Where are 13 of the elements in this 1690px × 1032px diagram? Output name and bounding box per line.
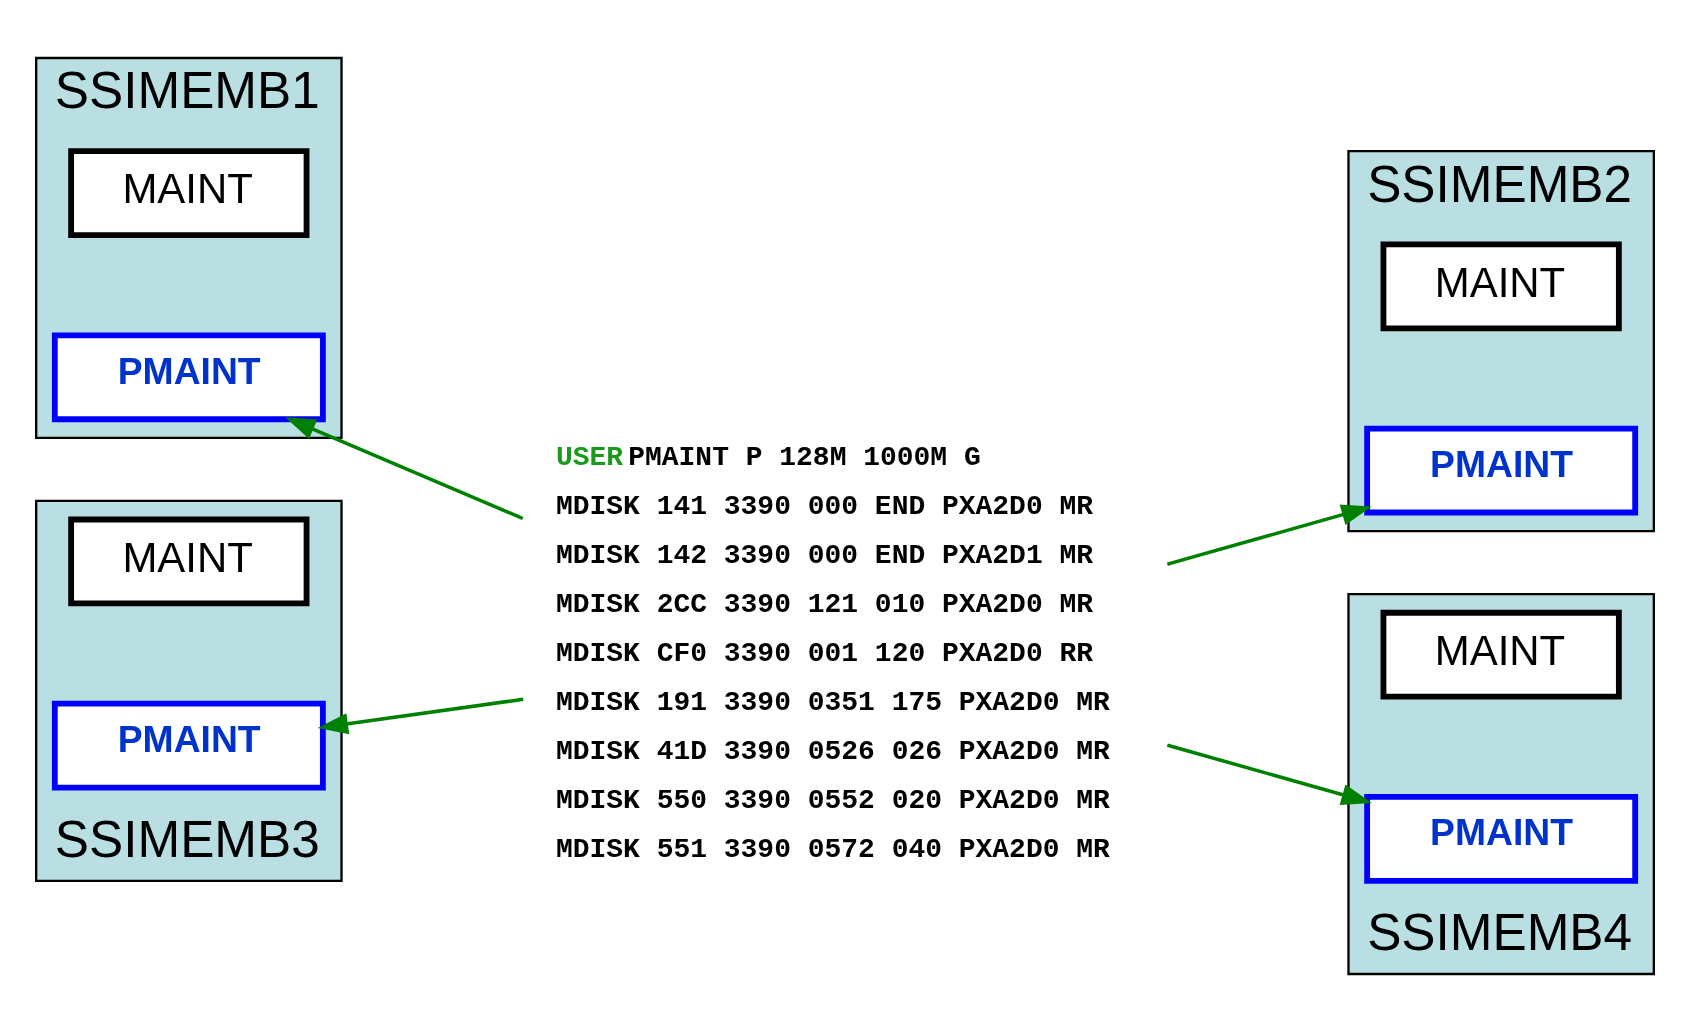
node-box: PMAINT [51, 332, 326, 423]
node-box: MAINT [68, 148, 310, 239]
node-box: PMAINT [51, 700, 326, 791]
arrow [285, 417, 524, 521]
node-text: USER PMAINT P 128M 1000M G MDISK 141 3390 000 END PXA2D0 MR MDISK 142 3390 000 END PXA2D1 MR MDISK 2CC 3390 121 010 PXA2D0 MR MDISK CF0 3390 001 120 PXA2D0 RR MDISK 191 3390 0351 175 PXA2D0 MR MDISK 41D 3390 0526 026 PXA2D0 MR MDISK 550 3390 0552 020 PXA2D0 MR MDISK 551 3390 0572 040 PXA2D0 MR [555, 441, 1110, 865]
node-box: MAINT [68, 516, 310, 607]
node-box: MAINT [1380, 609, 1622, 700]
arrow [1166, 504, 1372, 566]
node-box: PMAINT [1364, 793, 1639, 884]
arrow [317, 697, 524, 735]
node-box: PMAINT [1364, 425, 1639, 516]
node-box: MAINT [1380, 241, 1622, 332]
arrow [1166, 743, 1372, 805]
